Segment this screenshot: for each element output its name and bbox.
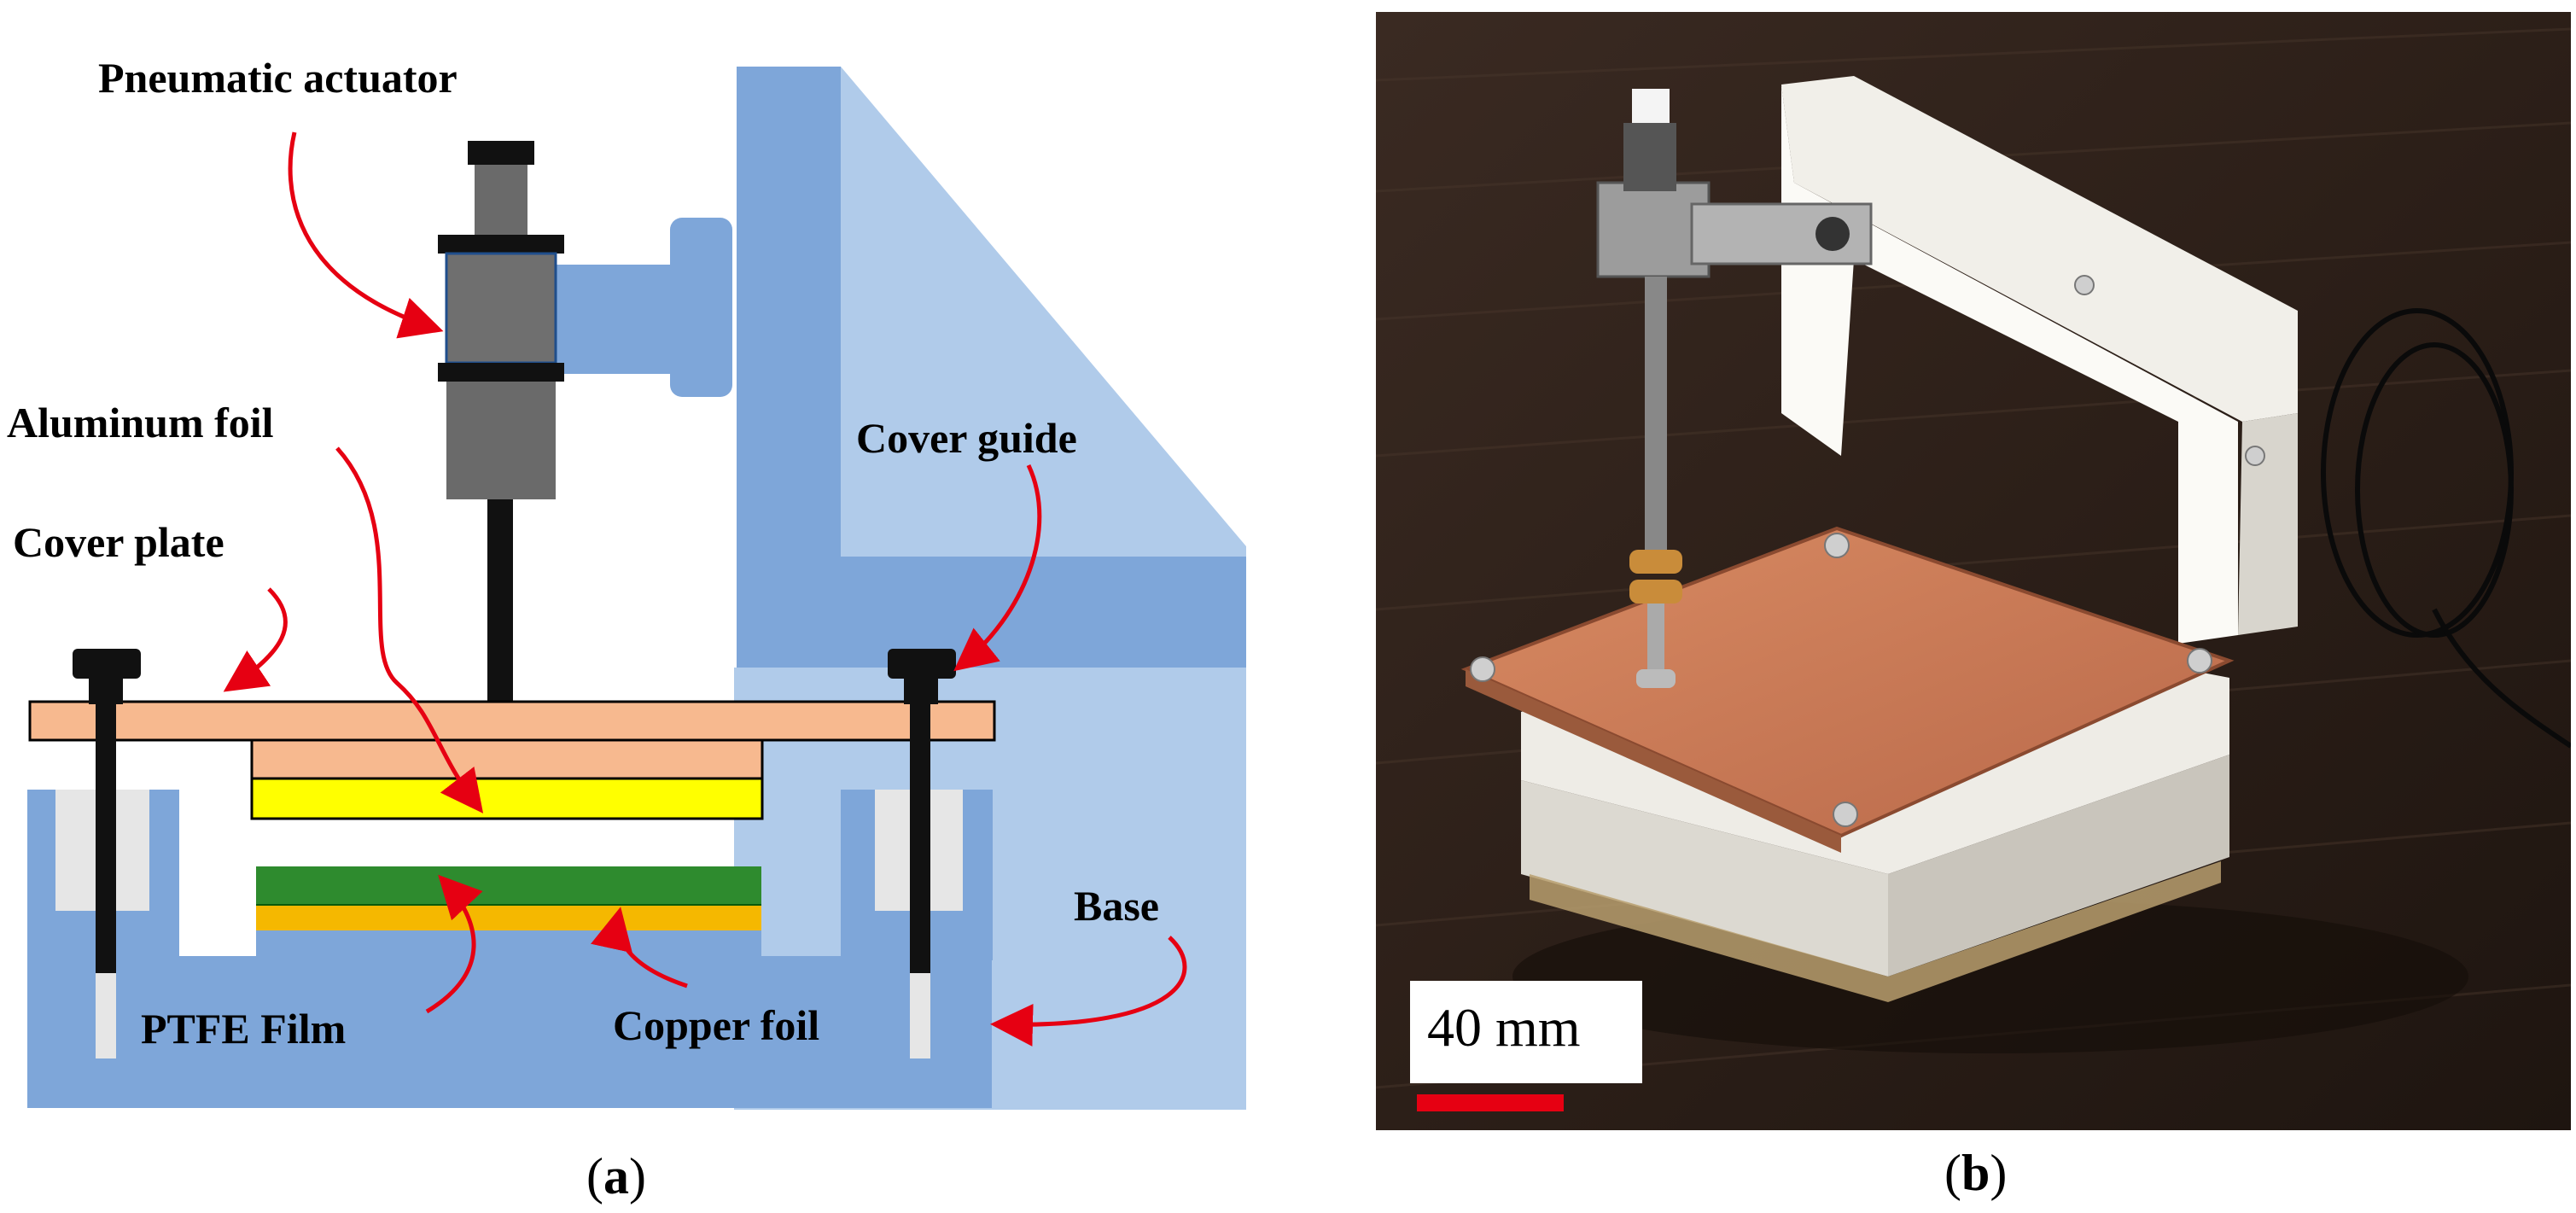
label-pneumatic-actuator: Pneumatic actuator	[98, 54, 458, 102]
bolt-right	[888, 649, 956, 1058]
ptfe-film-layer	[256, 866, 761, 905]
scale-label: 40 mm	[1427, 997, 1581, 1058]
pneumatic-actuator	[438, 141, 564, 704]
label-ptfe-film: PTFE Film	[141, 1005, 346, 1053]
arrow-ptfe-film	[425, 874, 483, 1014]
cover-plate	[28, 700, 996, 742]
base-plate-acrylic	[1530, 861, 2221, 1002]
label-copper-foil: Copper foil	[613, 1001, 819, 1049]
base-block-side	[1888, 755, 2229, 977]
base-block-front	[1521, 780, 1888, 977]
panel-b-caption: (b)	[1944, 1145, 2008, 1201]
photo-actuator	[1596, 89, 1873, 688]
arrow-pneumatic-actuator	[288, 131, 444, 339]
plate-bolts	[1470, 275, 2265, 827]
scale-label-box: 40 mm	[1410, 981, 1642, 1083]
device-photo-illustration	[1376, 12, 2571, 1130]
callout-arrows	[223, 131, 1187, 1047]
arrow-cover-plate	[223, 587, 288, 692]
arrow-copper-foil	[591, 907, 688, 988]
label-base: Base	[1074, 882, 1159, 930]
label-cover-guide: Cover guide	[856, 414, 1077, 462]
frame-front	[1781, 85, 2238, 644]
electrode-backing	[250, 738, 764, 780]
arrow-cover-guide	[953, 464, 1042, 672]
label-cover-plate: Cover plate	[13, 518, 224, 566]
actuator-mount	[545, 218, 732, 397]
arrow-base	[990, 936, 1187, 1047]
frame-side	[2238, 413, 2298, 635]
copper-plate-edge	[1466, 669, 1841, 853]
copper-foil-layer	[256, 905, 761, 930]
cable	[2321, 308, 2571, 749]
device-photo: 40 mm	[1376, 12, 2571, 1130]
arrow-aluminum-foil	[335, 446, 484, 814]
panel-a-caption: (a)	[586, 1148, 646, 1204]
scale-bar	[1417, 1094, 1564, 1111]
frame-back	[1781, 76, 2298, 422]
base	[27, 790, 993, 1108]
label-aluminum-foil: Aluminum foil	[7, 399, 274, 446]
setup-schematic: Pneumatic actuator Aluminum foil Cover g…	[7, 54, 1246, 1204]
aluminum-foil-layer	[250, 777, 764, 820]
bolt-left	[73, 649, 141, 1058]
